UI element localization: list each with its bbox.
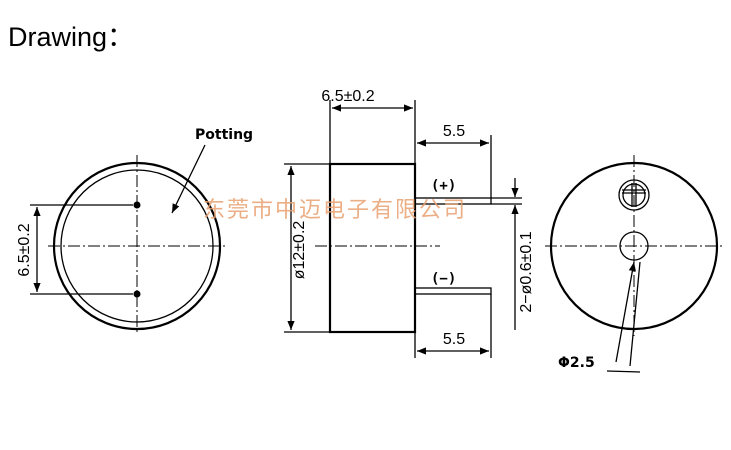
pin-length-top-dimension: 5.5	[443, 123, 465, 140]
front-pin-top	[133, 201, 141, 209]
diameter-dimension: ø12±0.2	[291, 221, 308, 280]
positive-pin	[414, 197, 492, 205]
hole-leader-line	[615, 261, 636, 363]
positive-terminal-mark	[618, 179, 650, 211]
pin-length-bottom-dimension: 5.5	[443, 331, 465, 348]
front-pin-bottom	[133, 290, 141, 298]
company-watermark: 东莞市中迈电子有限公司	[203, 198, 467, 223]
back-view: Φ2.5	[545, 155, 724, 373]
positive-label: (+)	[431, 178, 456, 194]
potting-leader-line	[171, 144, 206, 214]
hole-diameter-callout: Φ2.5	[558, 355, 595, 371]
negative-label: (−)	[431, 271, 456, 287]
potting-callout: Potting	[195, 127, 253, 143]
side-view: (+) (−) 6.5±0.2 ø12±0.2 5.5 5.5 2−ø0.6±0…	[284, 88, 535, 358]
hole-leader-line-2	[629, 261, 641, 367]
body-length-dimension: 6.5±0.2	[321, 88, 374, 105]
positive-terminal-inner	[622, 183, 646, 207]
pin-spacing-dimension: 6.5±0.2	[16, 223, 33, 276]
drawing-title: Drawing：	[8, 22, 134, 52]
pin-diameter-dimension: 2−ø0.6±0.1	[518, 231, 535, 312]
sound-hole	[619, 231, 649, 261]
negative-pin	[414, 287, 492, 295]
hole-callout-underline	[606, 370, 641, 373]
front-view: 6.5±0.2 Potting	[16, 127, 253, 335]
side-body	[328, 162, 417, 334]
